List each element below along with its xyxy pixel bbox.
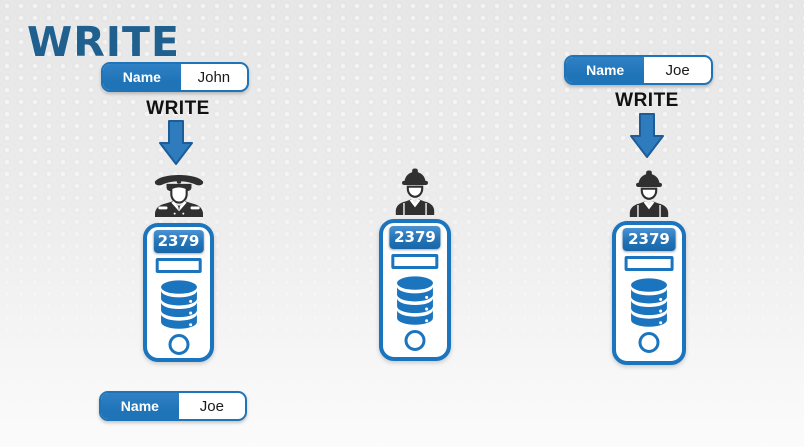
kv-key-label: Name xyxy=(103,64,181,90)
construction-worker-icon xyxy=(629,170,669,217)
port-badge: 2379 xyxy=(622,228,676,251)
construction-worker-icon xyxy=(395,168,435,215)
database-icon xyxy=(631,278,667,327)
drive-slot xyxy=(155,258,202,273)
kv-value-label: John xyxy=(197,68,231,86)
port-badge: 2379 xyxy=(389,226,441,249)
power-button-circle xyxy=(168,334,189,355)
port-badge: 2379 xyxy=(153,230,204,253)
power-button-circle xyxy=(638,332,660,353)
drive-slot xyxy=(624,256,674,271)
server-node-1: 2379 xyxy=(143,223,214,362)
police-officer-icon xyxy=(154,175,204,217)
kv-key-label: Name xyxy=(566,57,645,83)
server-node-3: 2379 xyxy=(612,221,686,365)
write-label-left: WRITE xyxy=(146,98,210,119)
power-button-circle xyxy=(404,330,426,351)
down-arrow-icon xyxy=(630,113,664,158)
kv-box-top-left: Name John xyxy=(101,62,249,92)
database-icon xyxy=(397,276,433,325)
database-icon xyxy=(160,280,197,329)
kv-key-label: Name xyxy=(101,393,179,419)
kv-box-bottom-left: Name Joe xyxy=(99,391,247,421)
down-arrow-icon xyxy=(159,120,193,165)
kv-value-label: Joe xyxy=(665,61,690,79)
server-node-2: 2379 xyxy=(379,219,451,361)
kv-value-label: Joe xyxy=(199,397,224,415)
write-label-right: WRITE xyxy=(615,90,679,111)
drive-slot xyxy=(391,254,439,269)
page-title: WRITE xyxy=(27,18,181,66)
kv-box-top-right: Name Joe xyxy=(564,55,713,85)
